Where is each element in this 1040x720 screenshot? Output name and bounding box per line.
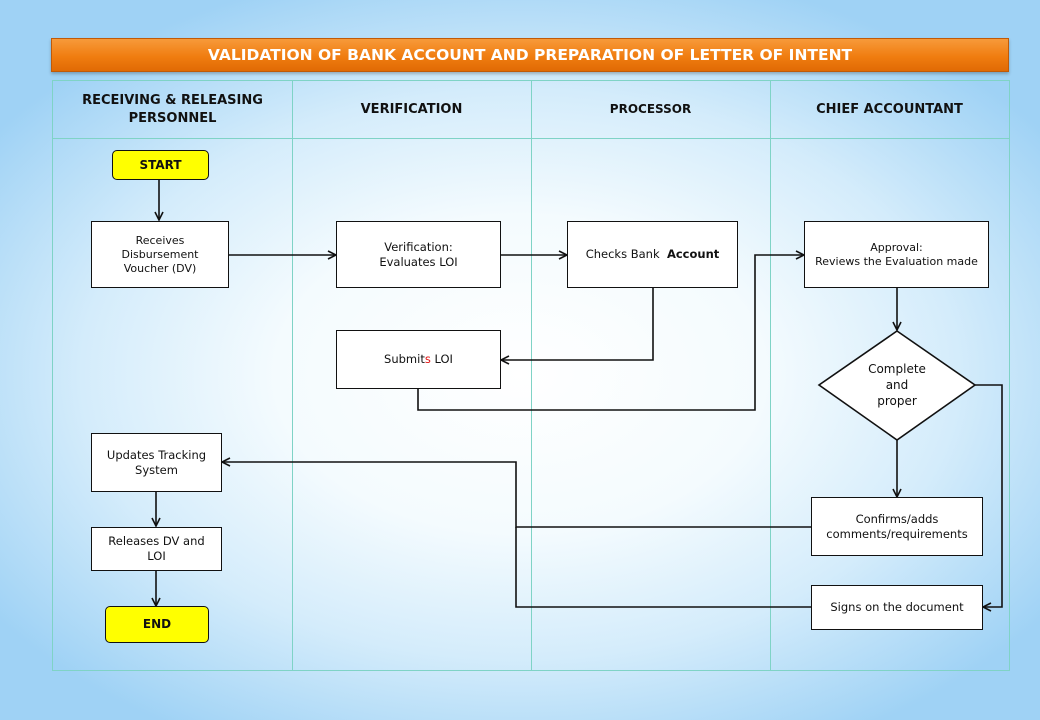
- submits-loi-after: LOI: [434, 352, 453, 366]
- decision-label: Complete and proper: [847, 355, 947, 415]
- verification-box: Verification: Evaluates LOI: [336, 221, 501, 288]
- verification-detail: Evaluates LOI: [379, 254, 458, 269]
- page-title: VALIDATION OF BANK ACCOUNT AND PREPARATI…: [51, 38, 1009, 72]
- approval-box: Approval: Reviews the Evaluation made: [804, 221, 989, 288]
- checks-bank-bold: Account: [666, 247, 720, 261]
- lane-header-receiving-releasing: RECEIVING & RELEASING PERSONNEL: [82, 92, 263, 126]
- updates-tracking-box: Updates Tracking System: [91, 433, 222, 492]
- lane-header-verification: VERIFICATION: [360, 101, 463, 117]
- lane-divider-2: [531, 81, 532, 670]
- end-terminal: END: [105, 606, 209, 643]
- decision-line-2: and: [885, 378, 909, 392]
- lane-divider-1: [292, 81, 293, 670]
- checks-bank-account-box: Checks Bank Account: [567, 221, 738, 288]
- approval-detail: Reviews the Evaluation made: [815, 254, 978, 268]
- lane-header-processor: PROCESSOR: [609, 101, 692, 116]
- receives-dv-box: Receives Disbursement Voucher (DV): [91, 221, 229, 288]
- confirms-comments-box: Confirms/adds comments/requirements: [811, 497, 983, 556]
- checks-bank-prefix: Checks Bank: [585, 247, 660, 261]
- approval-label: Approval:: [870, 240, 923, 254]
- releases-dv-loi-box: Releases DV and LOI: [91, 527, 222, 571]
- lane-header-chief-accountant: CHIEF ACCOUNTANT: [816, 101, 963, 117]
- decision-line-1: Complete: [868, 362, 926, 376]
- signs-document-box: Signs on the document: [811, 585, 983, 630]
- submits-loi-red: s: [424, 352, 431, 366]
- swimlane-table: RECEIVING & RELEASING PERSONNEL VERIFICA…: [52, 80, 1010, 671]
- verification-label: Verification:: [384, 239, 453, 254]
- decision-line-3: proper: [877, 394, 917, 408]
- lane-divider-3: [770, 81, 771, 670]
- submits-loi-before: Submit: [384, 352, 425, 366]
- start-terminal: START: [112, 150, 209, 180]
